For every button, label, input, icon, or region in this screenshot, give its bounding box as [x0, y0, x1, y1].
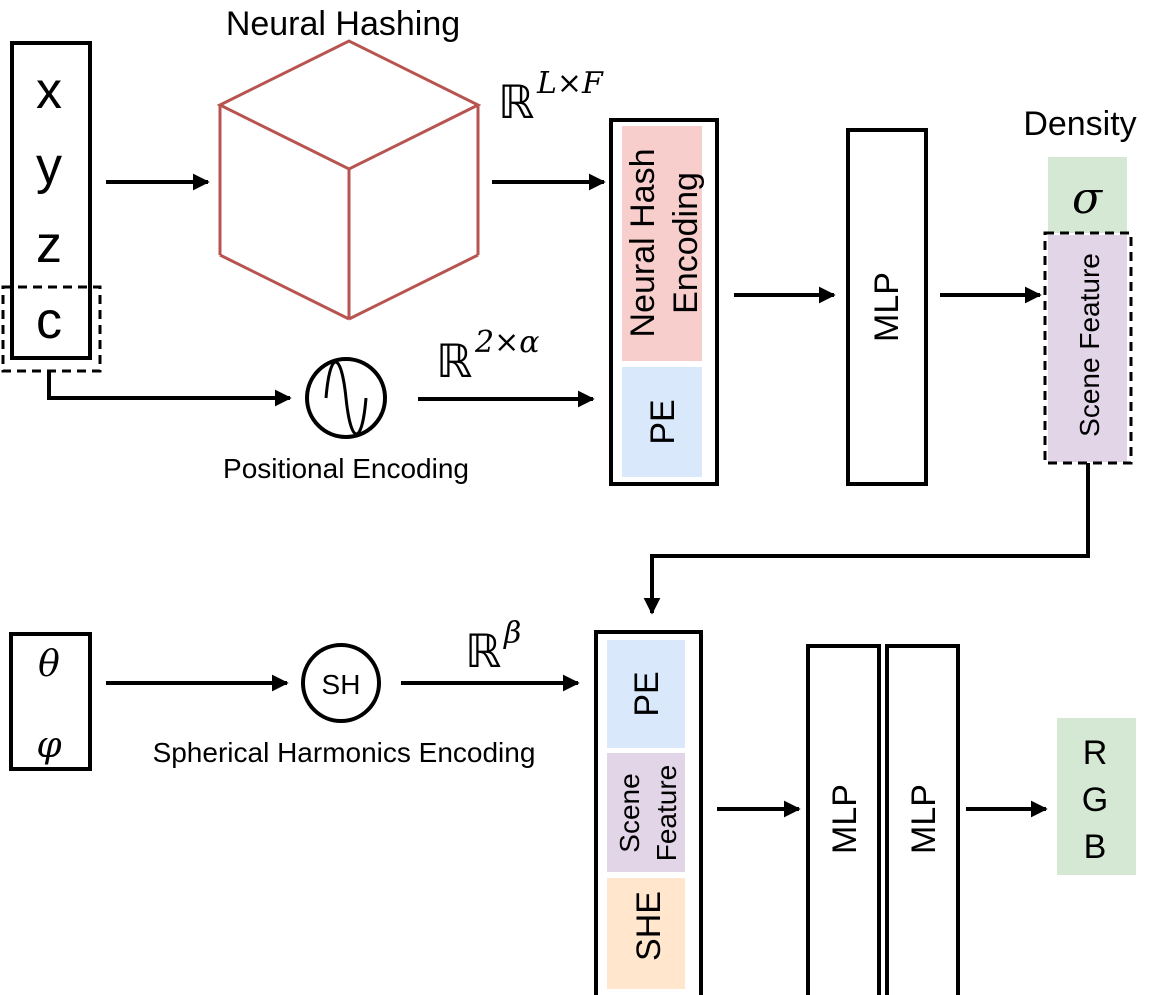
sigma-symbol: σ: [1072, 173, 1104, 224]
rgb-g: G: [1082, 781, 1108, 819]
rgb-b: B: [1084, 828, 1107, 866]
scene-feature-2-line1: Scene: [614, 773, 645, 852]
density-label: Density: [1023, 105, 1136, 143]
scene-feature-dashed-box: [1043, 231, 1133, 465]
arrow-scene-feature-to-block2: [643, 463, 1090, 615]
pe-dim-set: ℝ: [436, 335, 472, 387]
scene-feature-cell: [1048, 235, 1127, 462]
scene-feature-cell-2: [607, 753, 685, 872]
sine-wave-icon: [324, 360, 368, 436]
rgb-output-cell: [1057, 718, 1136, 875]
neural-hashing-title: Neural Hashing: [226, 5, 460, 43]
pe-dim-exp: 2×α: [474, 325, 539, 360]
neural-hash-encoding-line2: Encoding: [667, 172, 705, 314]
positional-encoding-label: Positional Encoding: [223, 453, 469, 484]
input-phi: φ: [36, 725, 62, 766]
she-cell: [607, 878, 685, 989]
hash-dim-exp: L×F: [536, 66, 604, 101]
sh-node: [301, 643, 381, 723]
scene-feature-label: Scene Feature: [1074, 253, 1105, 437]
mlp-2-label: MLP: [826, 784, 864, 854]
mlp-1-label: MLP: [868, 272, 906, 342]
c-dashed-box: [1, 285, 102, 373]
input-c: c: [36, 292, 62, 350]
sh-dim-set: ℝ: [465, 625, 501, 677]
feature-block-2: [594, 630, 703, 995]
feature-block-1: [609, 118, 719, 486]
pe-cell-2-label: PE: [628, 671, 666, 716]
pe-cell-1: [622, 367, 702, 477]
neural-hash-encoding-line1: Neural Hash: [624, 149, 662, 338]
hash-cube-icon: [216, 39, 482, 321]
sh-dim-exp: β: [503, 616, 521, 651]
she-cell-label: SHE: [630, 891, 668, 961]
input-x: x: [36, 62, 62, 120]
mlp-3: [885, 644, 960, 995]
direction-input-box: [9, 632, 92, 771]
neural-hash-encoding-cell: [622, 126, 702, 361]
mlp-2: [806, 644, 881, 995]
input-y: y: [36, 137, 62, 195]
xyz-input-box: [10, 41, 92, 360]
input-z: z: [36, 216, 62, 274]
sh-node-label: SH: [322, 669, 361, 700]
mlp-1: [846, 128, 928, 486]
input-theta: θ: [38, 644, 60, 685]
pe-cell-1-label: PE: [644, 399, 682, 444]
pe-cell-2: [607, 640, 685, 748]
mlp-3-label: MLP: [905, 784, 943, 854]
spherical-harmonics-label: Spherical Harmonics Encoding: [153, 737, 536, 768]
hash-dim-set: ℝ: [498, 76, 534, 128]
arrow-c-to-pe: [47, 371, 292, 407]
rgb-r: R: [1083, 734, 1108, 772]
sigma-cell: [1048, 157, 1127, 233]
scene-feature-2-line2: Feature: [651, 765, 682, 862]
